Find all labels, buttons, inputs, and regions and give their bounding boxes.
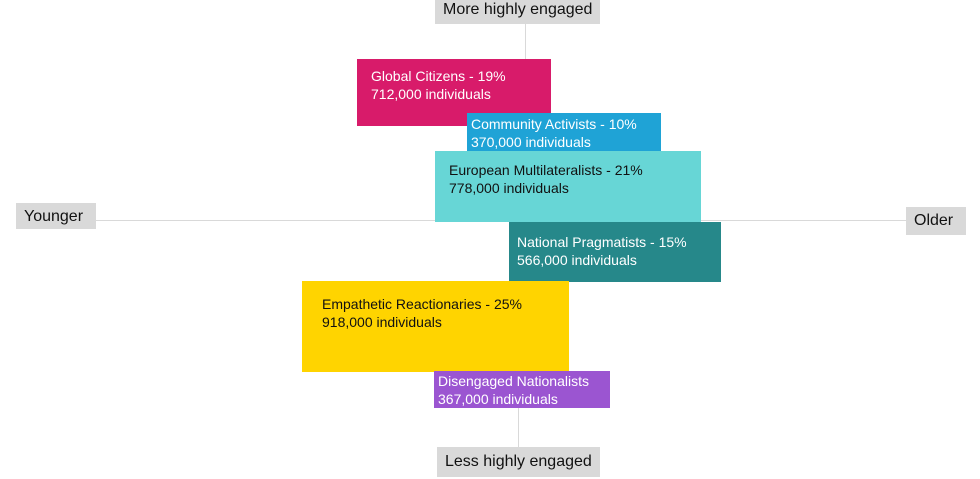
segment-name: Empathetic Reactionaries - 25% xyxy=(322,296,522,312)
segment-empathetic-reactionaries: Empathetic Reactionaries - 25% 918,000 i… xyxy=(302,281,569,372)
axis-label-left: Younger xyxy=(16,203,96,229)
axis-label-right: Older xyxy=(906,207,966,235)
segment-community-activists: Community Activists - 10% 370,000 indivi… xyxy=(467,113,661,151)
vertical-axis-line-bottom xyxy=(518,405,519,447)
segment-national-pragmatists: National Pragmatists - 15% 566,000 indiv… xyxy=(509,222,721,282)
segment-count: 918,000 individuals xyxy=(322,314,442,330)
segment-name: National Pragmatists - 15% xyxy=(517,234,687,250)
segment-name: Disengaged Nationalists xyxy=(438,373,589,389)
segment-name: Community Activists - 10% xyxy=(471,116,637,132)
segment-name: Global Citizens - 19% xyxy=(371,68,506,84)
segment-disengaged-nationalists: Disengaged Nationalists 367,000 individu… xyxy=(434,371,610,408)
segment-count: 778,000 individuals xyxy=(449,180,569,196)
vertical-axis-line-top xyxy=(525,22,526,62)
segment-count: 566,000 individuals xyxy=(517,252,637,268)
axis-label-bottom: Less highly engaged xyxy=(437,447,600,477)
axis-label-top: More highly engaged xyxy=(435,0,601,24)
segment-count: 370,000 individuals xyxy=(471,134,591,150)
segment-count: 712,000 individuals xyxy=(371,86,491,102)
segment-name: European Multilateralists - 21% xyxy=(449,162,643,178)
segment-european-multilateralists: European Multilateralists - 21% 778,000 … xyxy=(435,151,701,222)
segment-count: 367,000 individuals xyxy=(438,391,558,407)
